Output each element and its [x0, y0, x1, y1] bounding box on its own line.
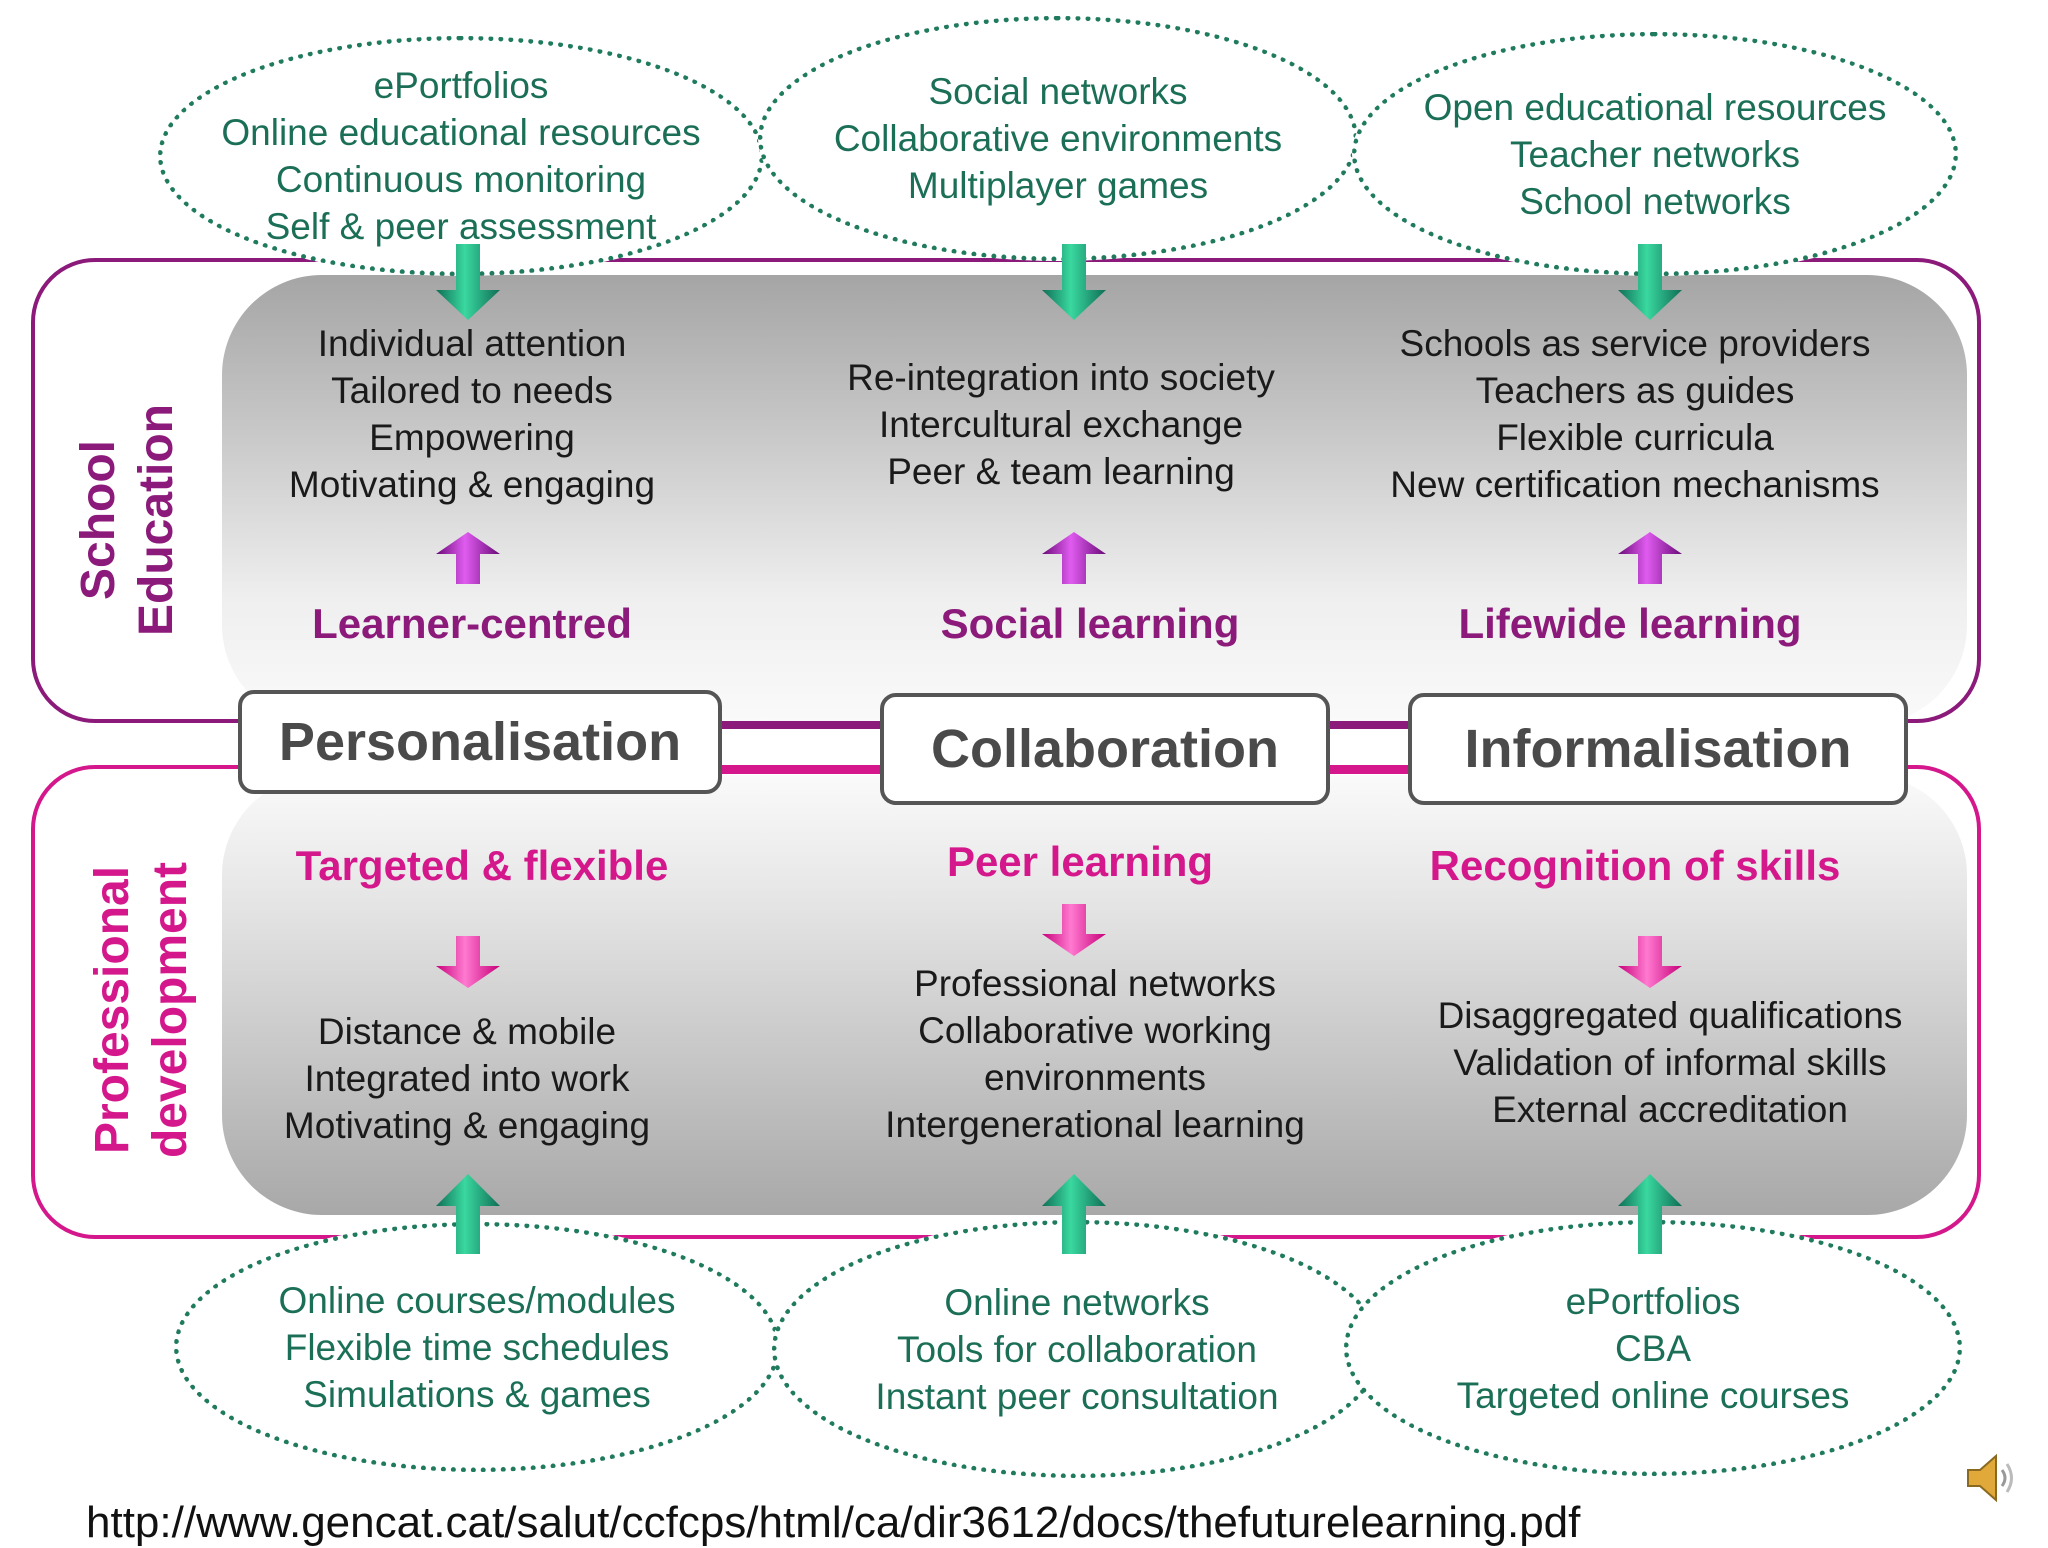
purple-up-arrow-icon	[436, 532, 500, 584]
school-education-label: School Education	[72, 404, 183, 637]
key-personalisation: Personalisation	[238, 690, 722, 794]
source-url[interactable]: http://www.gencat.cat/salut/ccfcps/html/…	[86, 1498, 1581, 1547]
pink-down-arrow-icon	[1042, 904, 1106, 956]
learner-centred-heading: Learner-centred	[312, 600, 632, 647]
green-down-arrow-icon	[1042, 244, 1106, 320]
lifewide-learning-heading: Lifewide learning	[1458, 600, 1802, 647]
green-up-arrow-icon	[436, 1174, 500, 1254]
purple-up-arrow-icon	[1618, 532, 1682, 584]
targeted-flexible-heading: Targeted & flexible	[295, 842, 669, 889]
speaker-icon[interactable]	[1962, 1448, 2022, 1508]
key-connector	[722, 721, 882, 729]
green-down-arrow-icon	[1618, 244, 1682, 320]
recognition-of-skills-heading: Recognition of skills	[1429, 842, 1841, 889]
key-collaboration: Collaboration	[880, 693, 1330, 805]
pink-down-arrow-icon	[436, 936, 500, 988]
green-down-arrow-icon	[436, 244, 500, 320]
key-informalisation: Informalisation	[1408, 693, 1908, 805]
key-connector	[722, 766, 882, 774]
school-education-panel	[222, 275, 1967, 725]
purple-up-arrow-icon	[1042, 532, 1106, 584]
professional-development-label: Professional development	[86, 861, 197, 1159]
green-up-arrow-icon	[1042, 1174, 1106, 1254]
social-learning-heading: Social learning	[940, 600, 1240, 647]
key-connector	[1328, 766, 1410, 774]
peer-learning-heading: Peer learning	[946, 838, 1214, 885]
green-up-arrow-icon	[1618, 1174, 1682, 1254]
pink-down-arrow-icon	[1618, 936, 1682, 988]
professional-development-panel	[222, 775, 1967, 1215]
key-connector	[1328, 721, 1410, 729]
